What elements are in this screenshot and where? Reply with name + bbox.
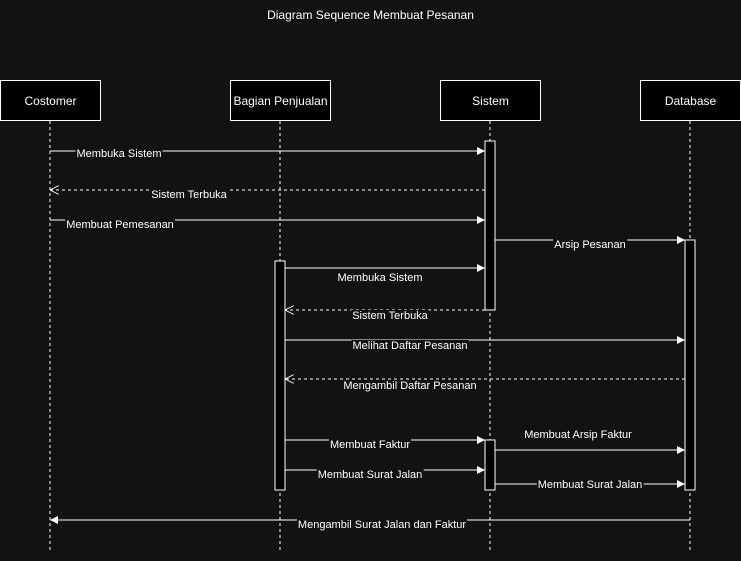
- participant-costomer[interactable]: Costomer: [0, 80, 101, 121]
- participant-sistem[interactable]: Sistem: [440, 80, 541, 121]
- message-label: Membuka Sistem: [75, 148, 163, 161]
- message-label: Membuka Sistem: [336, 272, 424, 285]
- message-label: Membuat Arsip Faktur: [523, 429, 633, 442]
- activation-bar: [274, 260, 286, 491]
- activation-bar: [484, 140, 496, 311]
- message-label: Membuat Pemesanan: [65, 219, 175, 232]
- message-label: Sistem Terbuka: [351, 310, 429, 323]
- message-label: Mengambil Daftar Pesanan: [342, 380, 478, 393]
- message-label: Arsip Pesanan: [553, 239, 627, 252]
- participant-bagian-penjualan[interactable]: Bagian Penjualan: [230, 80, 331, 121]
- message-label: Sistem Terbuka: [150, 189, 228, 202]
- activation-bar: [684, 239, 696, 491]
- diagram-title: Diagram Sequence Membuat Pesanan: [267, 8, 474, 22]
- message-label: Melihat Daftar Pesanan: [351, 340, 469, 353]
- message-label: Membuat Surat Jalan: [316, 469, 424, 482]
- message-label: Mengambil Surat Jalan dan Faktur: [296, 519, 468, 532]
- participant-database[interactable]: Database: [640, 80, 741, 121]
- message-label: Membuat Surat Jalan: [536, 479, 644, 492]
- activation-bar: [484, 439, 496, 491]
- message-label: Membuat Faktur: [328, 439, 412, 452]
